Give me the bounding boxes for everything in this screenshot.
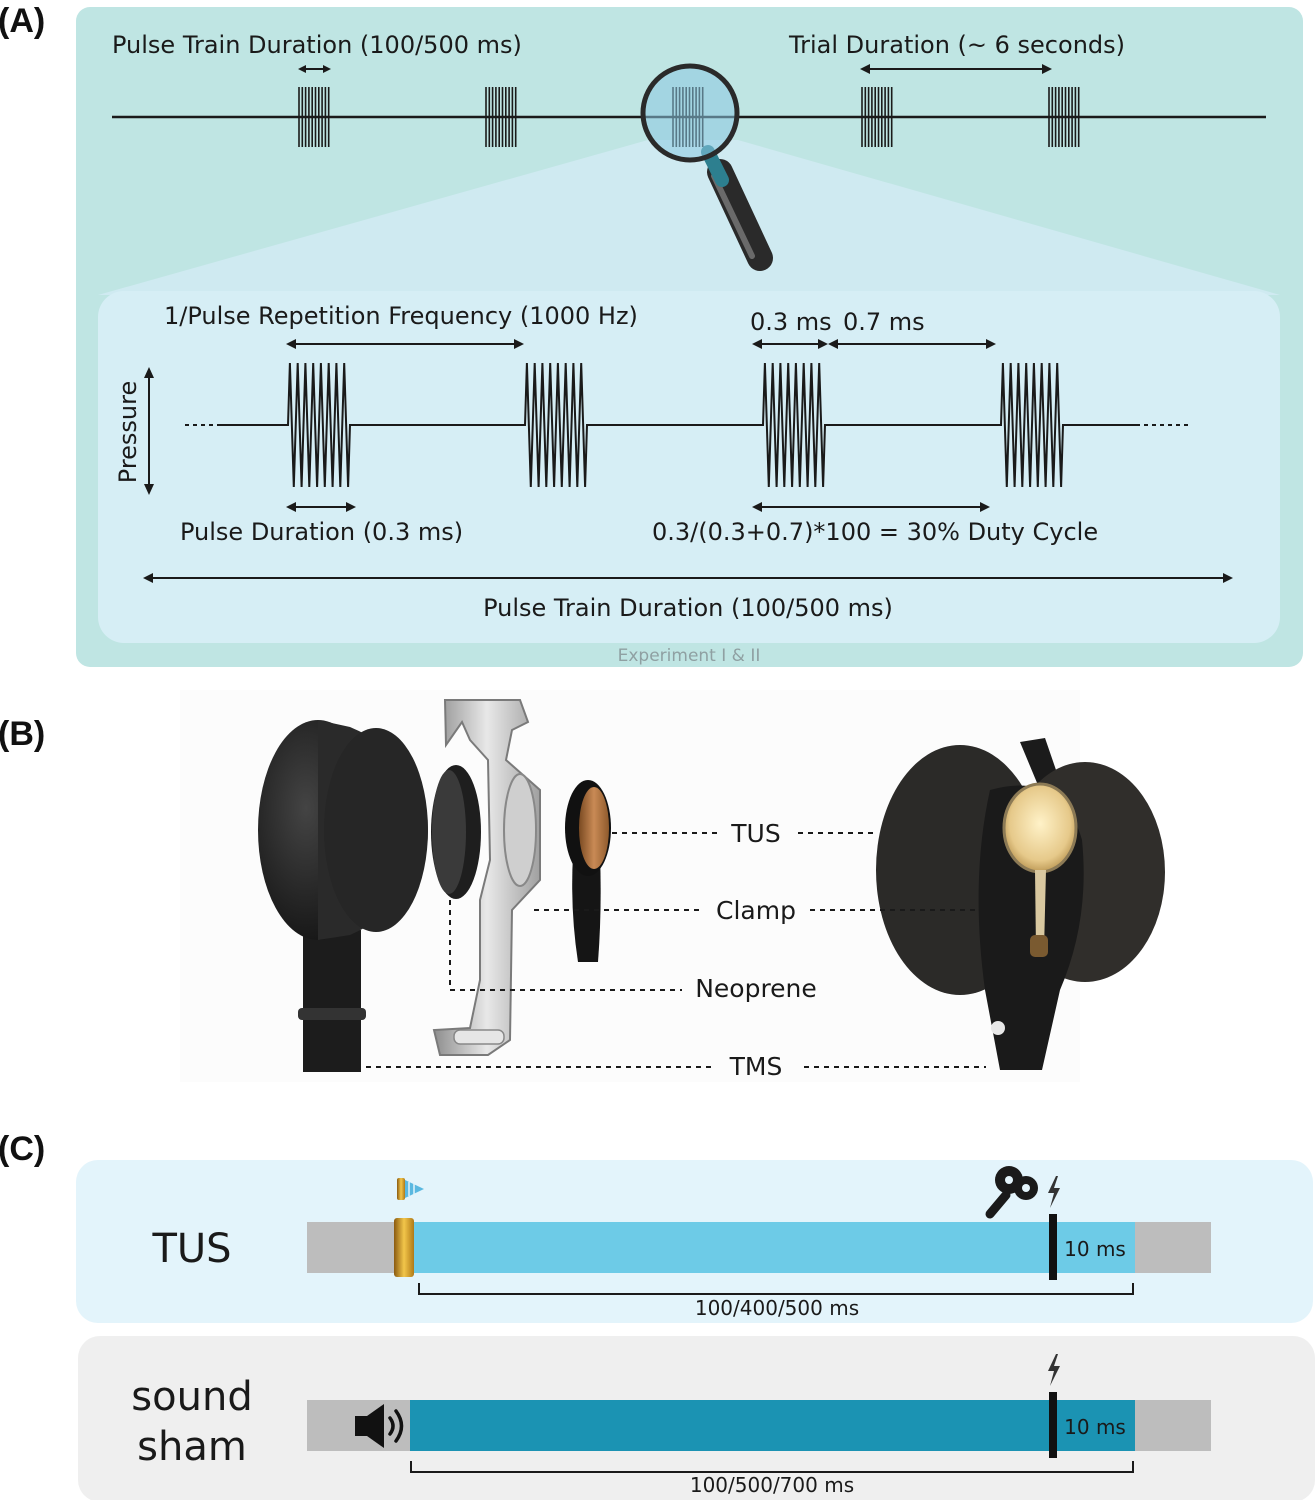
pressure-axis-arrow [144,367,154,495]
tms-component-label: TMS [729,1052,783,1081]
pulse-train-arrow-bottom [143,573,1233,583]
tus-duration-bracket [418,1283,1134,1295]
pulse-train-duration-top-label: Pulse Train Duration (100/500 ms) [112,31,522,59]
pulse-train-duration-bottom-label: Pulse Train Duration (100/500 ms) [483,594,893,622]
clamp-component-label: Clamp [716,896,796,925]
sham-timeline-row: sound sham 10 ms 100/500/700 ms [78,1336,1315,1500]
panel-b: (B) [0,690,1165,1082]
prf-arrow [286,339,524,349]
tus-stimulation-bar [408,1222,1135,1273]
speaker-icon [355,1404,404,1448]
magnifier-beam [98,140,1280,295]
panel-a: (A) Pulse Train Duration (100/500 ms) Tr… [0,2,1303,667]
neoprene-pad-render [431,765,481,899]
ultrasound-transducer-icon [397,1178,424,1200]
duty-cycle-arrow [752,502,990,512]
leader-lines [366,832,1022,1068]
prf-label: 1/Pulse Repetition Frequency (1000 Hz) [164,302,638,330]
neoprene-component-label: Neoprene [695,974,817,1003]
off-time-label: 0.7 ms [843,308,925,336]
clamp-render [432,699,541,1056]
trial-duration-label: Trial Duration (~ 6 seconds) [788,31,1125,59]
on-time-label: 0.3 ms [750,308,832,336]
tus-transducer-marker [394,1218,414,1277]
tms-pulse-marker [1049,1214,1057,1280]
tus-component-label: TUS [730,819,780,848]
tus-timeline-row: TUS 10 ms 100/400/500 [76,1160,1313,1323]
panel-b-label: (B) [0,715,45,753]
assembled-device-photo [876,738,1165,1070]
tms-coil-icon [985,1166,1038,1219]
sham-row-label-line1: sound [131,1374,252,1420]
sham-stimulation-bar [410,1400,1135,1451]
pulse-duration-arrow [286,502,356,512]
tus-duration-label: 100/400/500 ms [695,1296,859,1320]
panel-c-label: (C) [0,1130,45,1168]
sham-tms-pulse-marker [1049,1392,1057,1458]
pulse-train-arrow-top [298,65,331,73]
sham-end-label: 10 ms [1064,1415,1126,1439]
magnifier-icon [640,63,773,271]
tms-coil-render [258,720,428,1072]
on-off-arrows [752,339,996,349]
sham-duration-bracket [410,1461,1134,1473]
sham-lightning-icon [1048,1354,1060,1386]
experiment-label: Experiment I & II [618,646,761,666]
tus-transducer-render [565,780,611,962]
pressure-label: Pressure [114,381,142,483]
panel-a-label: (A) [0,2,45,40]
sham-row-label-line2: sham [137,1424,247,1470]
lightning-icon [1048,1176,1060,1208]
trial-duration-arrow [860,64,1052,74]
duty-cycle-label: 0.3/(0.3+0.7)*100 = 30% Duty Cycle [652,518,1098,546]
zoom-inset [98,291,1280,643]
pulse-duration-label: Pulse Duration (0.3 ms) [180,518,463,546]
pressure-waveform [185,362,1192,488]
panel-c: (C) TUS 10 ms [0,1130,1315,1500]
tus-end-label: 10 ms [1064,1237,1126,1261]
sham-duration-label: 100/500/700 ms [690,1473,854,1497]
tus-row-label: TUS [151,1226,231,1272]
